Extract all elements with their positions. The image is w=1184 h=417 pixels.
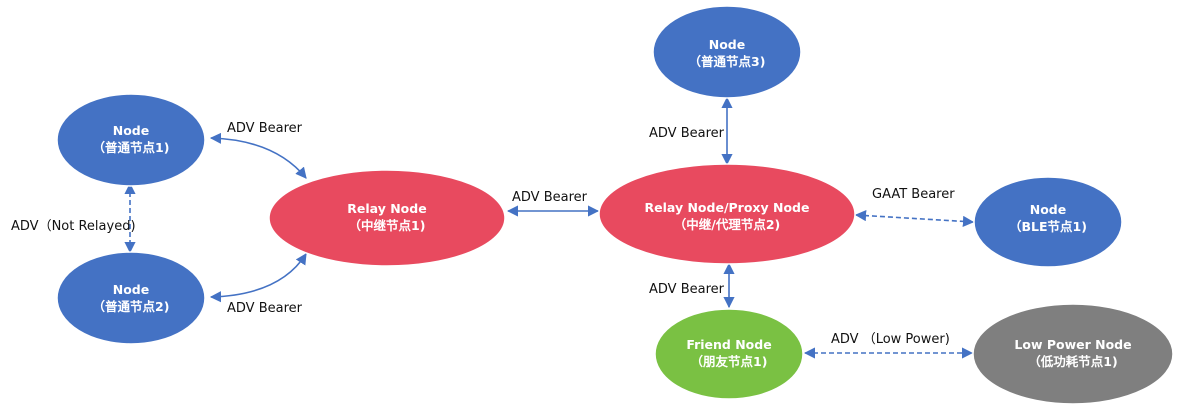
ble-node-1: Node （BLE节点1) — [973, 176, 1123, 268]
node-1: Node （普通节点1) — [56, 93, 206, 187]
label-relay2-node3: ADV Bearer — [649, 126, 725, 141]
node-2: Node （普通节点2) — [56, 251, 206, 345]
low-power-node-1-subtitle: （低功耗节点1) — [1028, 354, 1117, 369]
node-3: Node （普通节点3) — [652, 5, 802, 99]
node-3-subtitle: （普通节点3) — [689, 54, 766, 69]
edge-relay2-ble — [854, 210, 975, 227]
friend-node-1-shape — [654, 308, 804, 400]
relay-proxy-node-2-subtitle: （中继/代理节点2) — [674, 217, 780, 232]
node-1-shape — [56, 93, 206, 187]
friend-node-1-title: Friend Node — [686, 337, 771, 352]
ble-node-1-title: Node — [1030, 202, 1066, 217]
ble-node-1-shape — [973, 176, 1123, 268]
relay-node-1-title: Relay Node — [347, 201, 426, 216]
node-2-shape — [56, 251, 206, 345]
node-3-title: Node — [709, 37, 745, 52]
node-2-subtitle: （普通节点2) — [93, 299, 170, 314]
label-relay2-ble: GAAT Bearer — [872, 187, 955, 202]
label-relay2-friend: ADV Bearer — [649, 282, 725, 297]
relay-proxy-node-2: Relay Node/Proxy Node （中继/代理节点2) — [598, 163, 856, 265]
ble-node-1-subtitle: （BLE节点1) — [1009, 219, 1087, 234]
label-friend-lowpower: ADV （Low Power) — [831, 332, 950, 347]
relay-proxy-node-2-title: Relay Node/Proxy Node — [645, 200, 810, 215]
relay-node-1-shape — [268, 169, 506, 267]
friend-node-1-subtitle: （朋友节点1) — [691, 354, 768, 369]
node-1-title: Node — [113, 123, 149, 138]
relay-node-1: Relay Node （中继节点1) — [268, 169, 506, 267]
relay-proxy-node-2-shape — [598, 163, 856, 265]
low-power-node-1: Low Power Node （低功耗节点1) — [972, 303, 1174, 405]
label-node1-node2: ADV（Not Relayed) — [11, 219, 136, 234]
label-relay1-relay2: ADV Bearer — [512, 190, 588, 205]
edge-node2-relay1 — [209, 253, 307, 303]
friend-node-1: Friend Node （朋友节点1) — [654, 308, 804, 400]
edge-node1-relay1 — [209, 132, 307, 179]
low-power-node-1-shape — [972, 303, 1174, 405]
label-node1-relay1: ADV Bearer — [227, 121, 303, 136]
label-node2-relay1: ADV Bearer — [227, 301, 303, 316]
node-1-subtitle: （普通节点1) — [93, 140, 170, 155]
node-3-shape — [652, 5, 802, 99]
low-power-node-1-title: Low Power Node — [1014, 337, 1131, 352]
relay-node-1-subtitle: （中继节点1) — [349, 218, 426, 233]
node-2-title: Node — [113, 282, 149, 297]
